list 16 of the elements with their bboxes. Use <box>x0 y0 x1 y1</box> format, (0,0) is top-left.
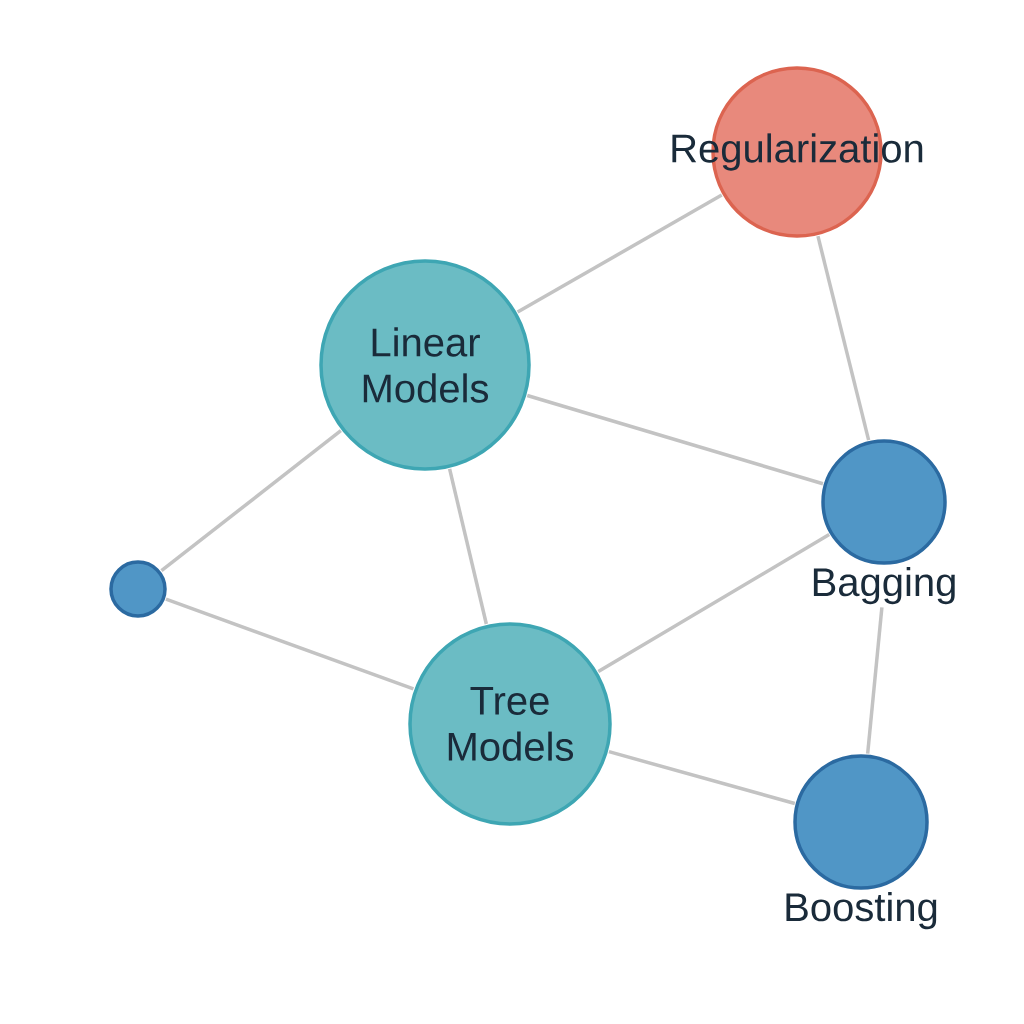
circle-node: Linear Models <box>319 259 531 471</box>
connector-line <box>526 393 824 486</box>
circle-node: Bagging <box>813 439 955 605</box>
circle-node: Tree Models <box>408 622 612 826</box>
node-label: Boosting <box>786 891 937 930</box>
connector-line <box>608 749 796 806</box>
connector-line <box>865 607 884 754</box>
connector-line <box>597 533 831 674</box>
connector-line <box>165 597 414 691</box>
circle-node: Boosting <box>786 754 937 930</box>
connector-line <box>516 193 723 314</box>
node-label: Bagging <box>813 566 955 605</box>
connector-line <box>447 468 489 625</box>
connector-line <box>816 235 871 441</box>
connector-line <box>160 429 342 573</box>
circle-node <box>109 560 167 618</box>
